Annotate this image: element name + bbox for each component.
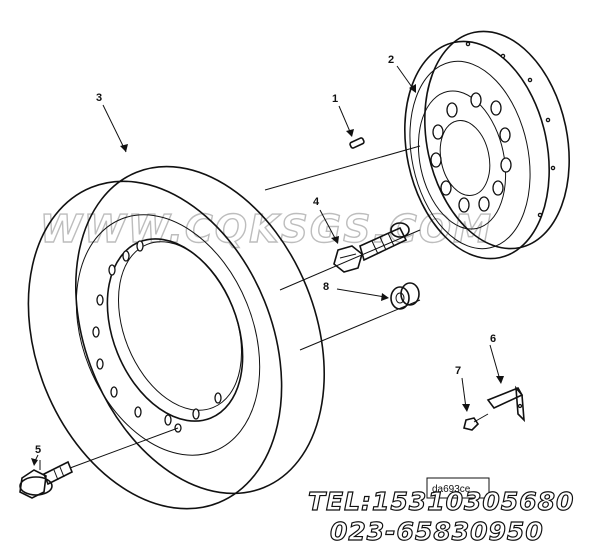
callout-8: 8 [323,281,329,293]
dowel-pin [349,137,365,149]
callout-arrows [31,65,504,470]
callout-2: 2 [388,54,394,66]
phone-text: 023-65830950 [330,517,544,546]
drawing-code-box: da693ce [426,477,490,499]
small-bolt [463,413,489,431]
callout-7: 7 [455,365,461,377]
tel-text: TEL:15310305680 [308,487,574,516]
flange-plate [404,30,570,260]
watermark-text: WWW.CQKSGS.COM [40,207,493,251]
callout-4: 4 [313,196,320,208]
spacer-bushing [390,282,420,310]
flange-bolt-holes [430,92,512,213]
callout-5: 5 [35,444,41,456]
damper-bolt-holes [92,240,222,433]
drawing-code: da693ce [432,484,471,495]
damper-ring [27,165,325,510]
hex-bolt [333,222,410,273]
bracket [486,385,525,423]
callout-6: 6 [490,333,496,345]
callout-3: 3 [96,92,102,104]
callout-1: 1 [332,93,338,105]
flange-bolt [19,460,74,499]
